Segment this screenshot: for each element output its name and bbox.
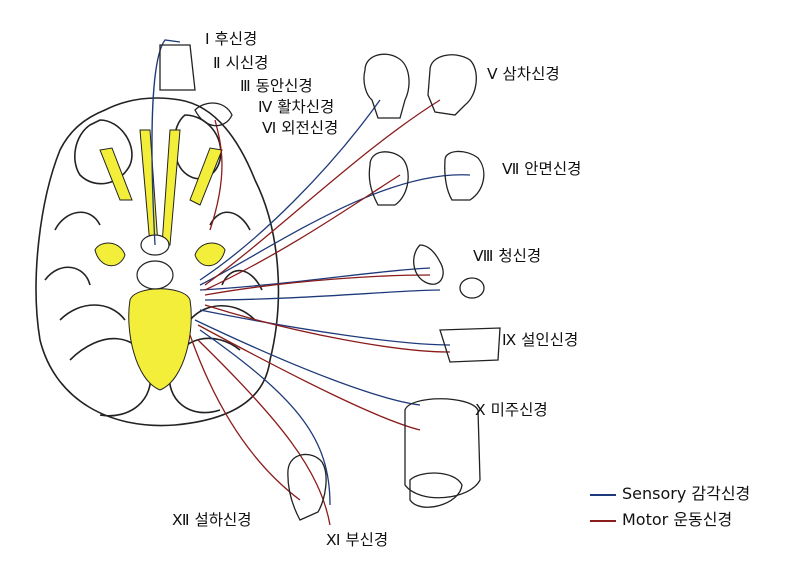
legend-sensory: Sensory 감각신경 [622, 484, 751, 503]
nerve-label-trochlear: Ⅳ 활차신경 [258, 98, 335, 116]
torso-figure [404, 398, 481, 499]
legend-motor: Motor 운동신경 [622, 510, 733, 529]
nerve-label-glossopharyngeal: Ⅸ 설인신경 [502, 331, 579, 349]
motor-legend-swatch [590, 520, 616, 522]
nerve-label-accessory: Ⅺ 부신경 [326, 531, 389, 549]
mouth-figure [439, 327, 501, 363]
nerve-label-optic: Ⅱ 시신경 [213, 54, 269, 72]
nerve-label-trigeminal: Ⅴ 삼차신경 [487, 65, 560, 83]
intestine-figure [409, 472, 463, 508]
nerve-label-hypoglossal: Ⅻ 설하신경 [172, 511, 252, 529]
head-profile-2 [368, 151, 409, 206]
nerve-label-vagus: Ⅹ 미주신경 [475, 401, 548, 419]
nerve-highlight [94, 129, 226, 391]
sensory-legend-swatch [590, 494, 616, 496]
nerve-label-olfactory: Ⅰ 후신경 [205, 30, 258, 48]
head-figures [159, 44, 501, 521]
ear-figure [413, 244, 444, 285]
nerve-label-vestibulocochlear: Ⅷ 청신경 [473, 247, 542, 265]
head-profile-1 [363, 53, 410, 119]
motor-lines [189, 99, 451, 526]
face-figure [444, 150, 485, 201]
eye-figure [194, 102, 233, 127]
neck-figure [287, 453, 327, 521]
nerve-label-facial: Ⅶ 안면신경 [502, 160, 582, 178]
cochlea-figure [459, 277, 485, 299]
nerve-label-oculomotor: Ⅲ 동안신경 [240, 77, 313, 95]
nose-figure [159, 44, 196, 91]
nerve-label-abducens: Ⅵ 외전신경 [262, 119, 339, 137]
sensory-lines [151, 39, 471, 506]
skull-figure [427, 54, 477, 116]
